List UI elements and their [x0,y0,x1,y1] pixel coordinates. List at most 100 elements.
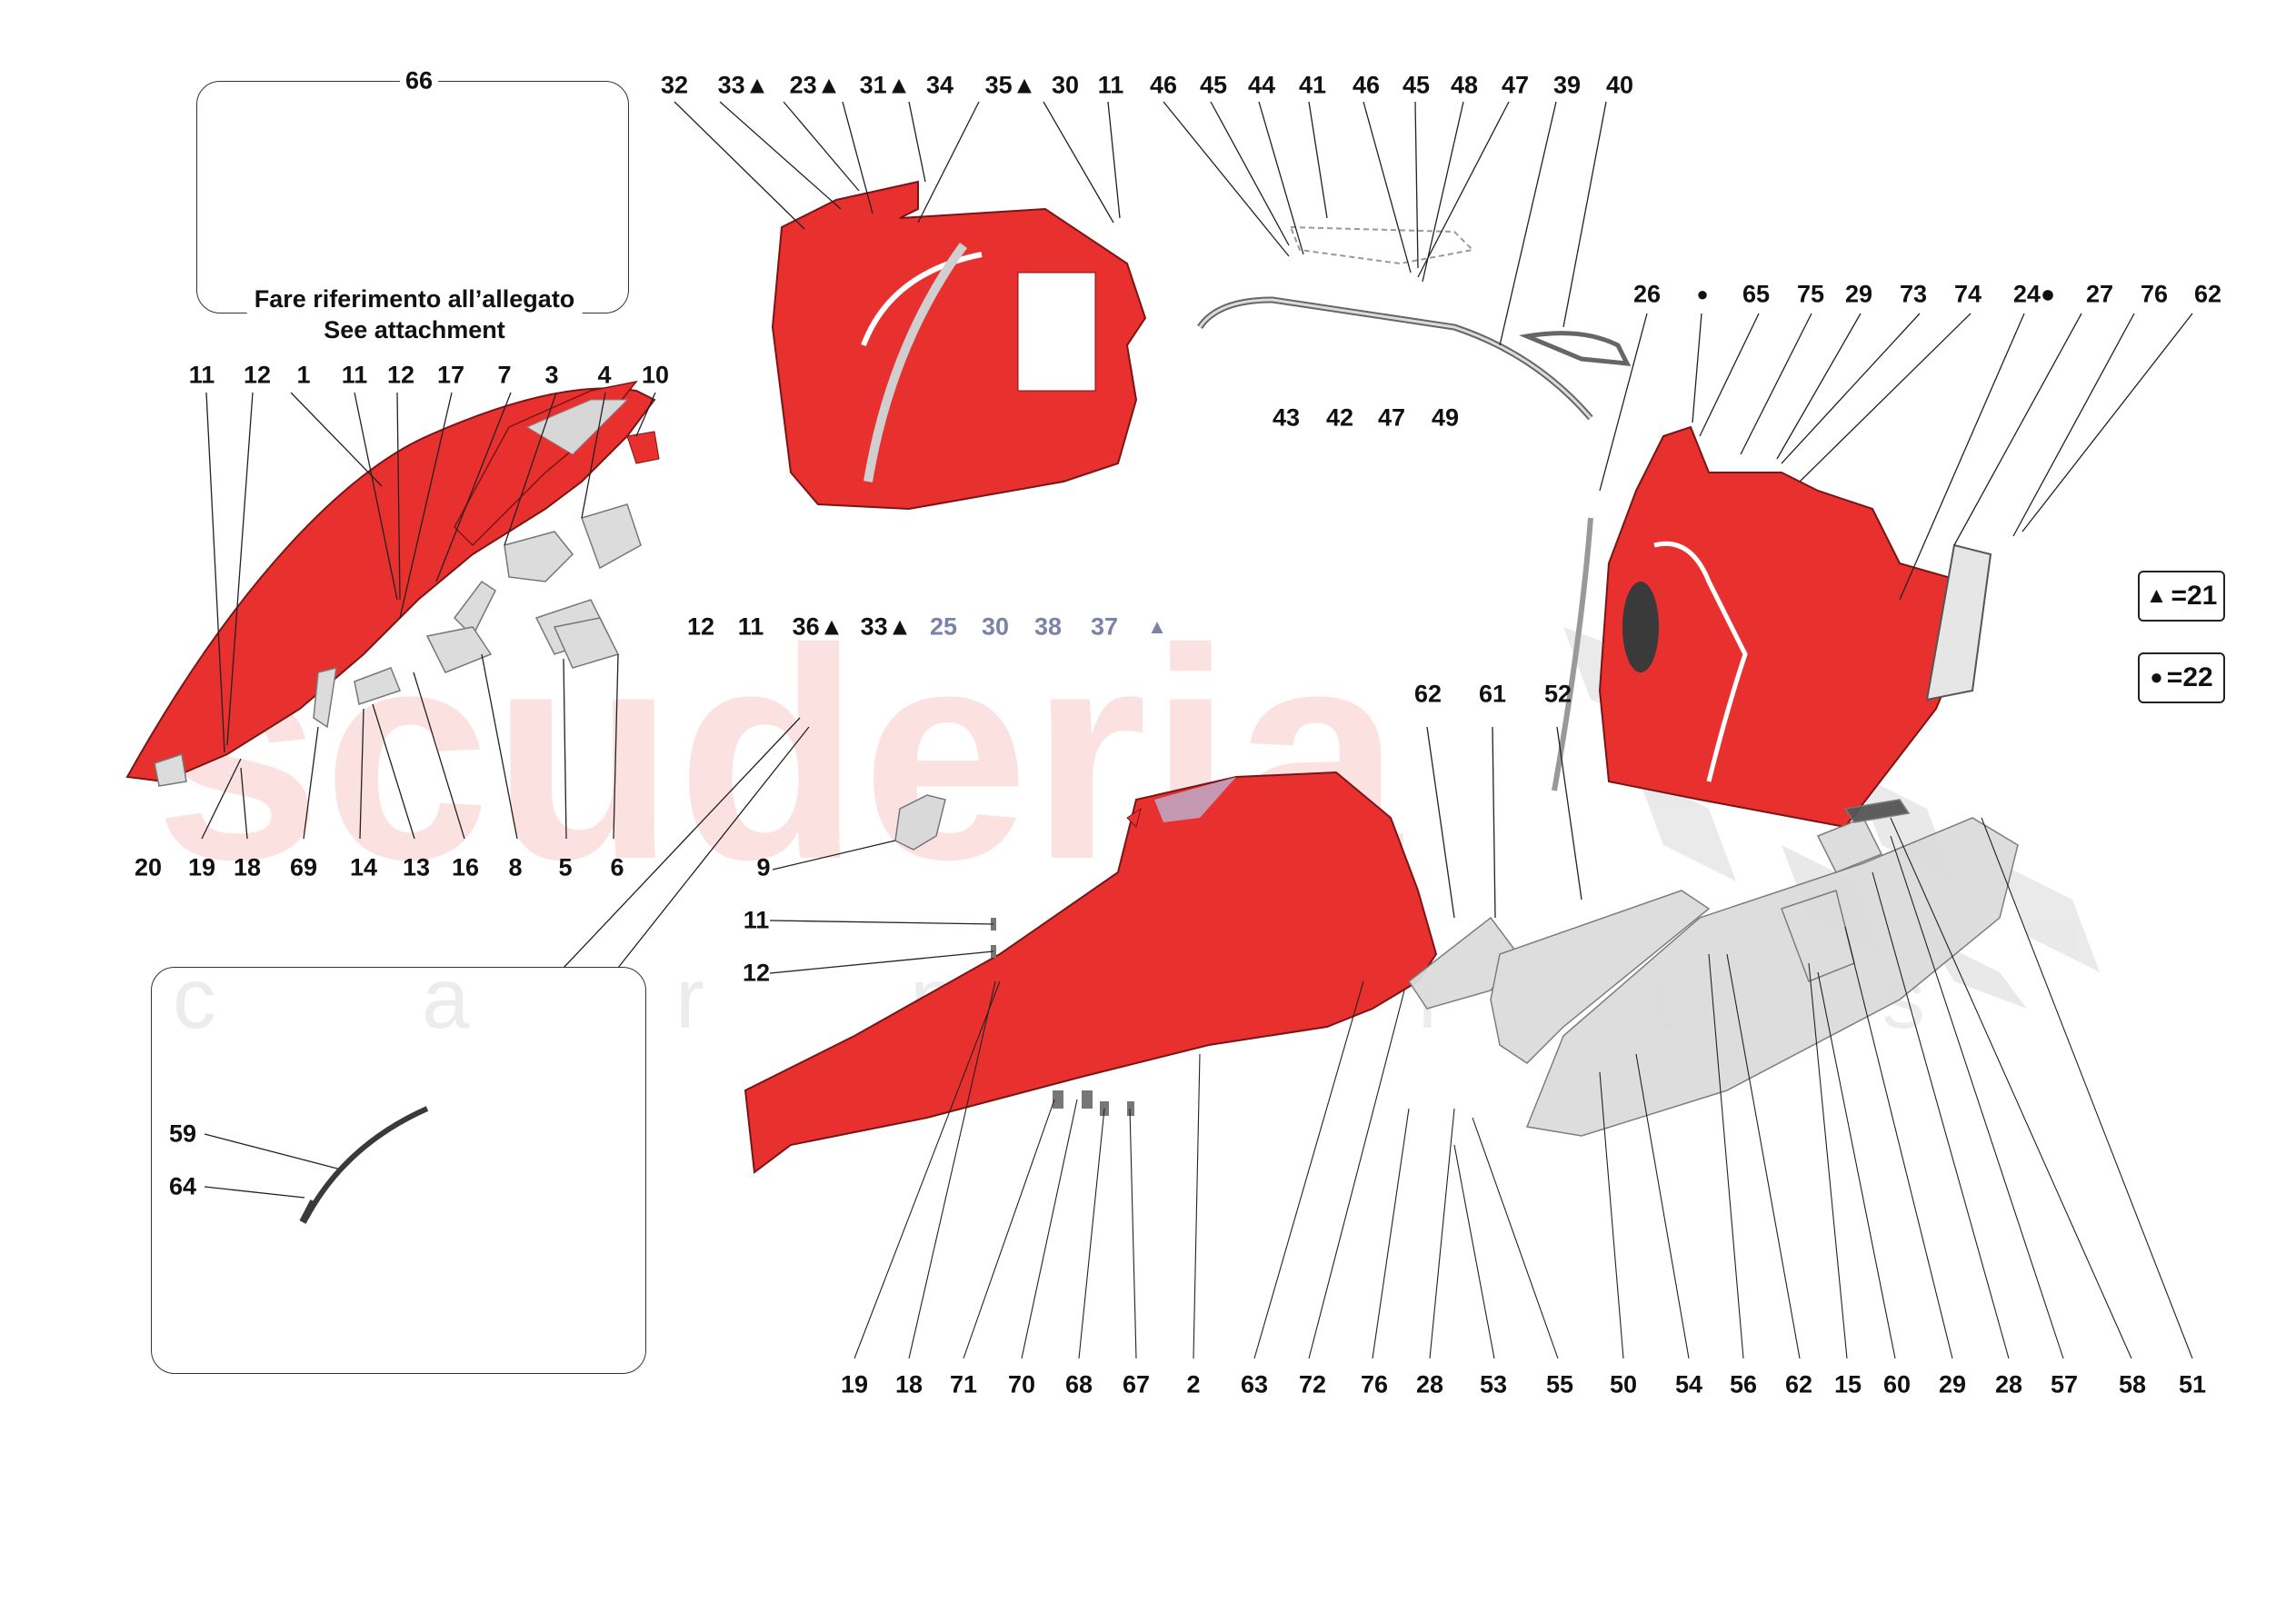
callout: 23▲ [789,71,842,99]
callout: 14 [349,853,378,881]
callout-59: 59 [168,1119,197,1148]
callout: 19 [840,1370,869,1398]
callout: 46 [1352,71,1381,99]
triangle-icon: ▲ [1147,615,1167,638]
callout: 50 [1609,1370,1638,1398]
callout: 45 [1402,71,1431,99]
callout: 45 [1199,71,1228,99]
callout: 8 [508,853,523,881]
inset-caption-en: See attachment [324,315,505,343]
triangle-icon: ▲ [2145,583,2168,608]
callout: 6 [610,853,624,881]
callout: 27 [2085,280,2114,308]
callout: 68 [1064,1370,1093,1398]
callout: 67 [1122,1370,1151,1398]
callout: 49 [1431,403,1460,432]
callout: 12 [686,612,715,641]
callout: 25 [929,612,958,641]
callout: 70 [1007,1370,1036,1398]
callout: 58 [2118,1370,2147,1398]
callout: 63 [1240,1370,1269,1398]
callout: 11 [1097,71,1124,99]
callout: 55 [1545,1370,1574,1398]
callout: 15 [1833,1370,1862,1398]
callout: 10 [641,361,670,389]
callout: 35▲ [984,71,1037,99]
inset-box-attachment [196,81,629,313]
callout: 3 [544,361,559,389]
callout-66: 66 [399,68,439,94]
dot-icon: ● [2150,665,2163,690]
inset-caption: Fare riferimento all’allegato See attach… [246,284,583,346]
callout-9: 9 [756,853,771,881]
callout: 47 [1377,403,1406,432]
callout: 43 [1272,403,1301,432]
legend-value: =21 [2171,581,2218,611]
callout-11: 11 [743,906,770,934]
callout: 11 [341,361,368,389]
callout: 2 [1186,1370,1201,1398]
callout: 12 [386,361,415,389]
callout: 19 [187,853,216,881]
inset-caption-it: Fare riferimento all’allegato [254,285,575,313]
callout: 4 [597,361,612,389]
callout: 16 [451,853,480,881]
callout: 29 [1938,1370,1967,1398]
callout: 31▲ [859,71,912,99]
callout: 24● [2012,280,2056,308]
callout: 48 [1450,71,1479,99]
callout: 28 [1994,1370,2023,1398]
callout: 34 [925,71,954,99]
callout: 65 [1742,280,1771,308]
callout: 52 [1543,680,1572,708]
callout: 74 [1953,280,1982,308]
callout: 76 [2140,280,2169,308]
callout: 29 [1844,280,1873,308]
callout: 28 [1415,1370,1444,1398]
callout: 36▲ [792,612,844,641]
callout: 41 [1298,71,1327,99]
legend-value: =22 [2166,662,2213,692]
callout: 33▲ [717,71,770,99]
callout: 62 [2193,280,2222,308]
callout: 75 [1796,280,1825,308]
callout: 42 [1325,403,1354,432]
callout: 40 [1605,71,1634,99]
legend-dot: ● =22 [2138,652,2225,703]
callout: 11 [188,361,215,389]
callout: 51 [2178,1370,2207,1398]
callout: 60 [1882,1370,1912,1398]
callout-dot: ● [1696,283,1709,305]
callout: 69 [289,853,318,881]
callout: 62 [1413,680,1442,708]
legend-triangle: ▲ =21 [2138,571,2225,622]
callout: 33▲ [860,612,913,641]
callout: 5 [558,853,573,881]
callout: 37 [1090,612,1119,641]
callout: 12 [243,361,272,389]
callout: 26 [1632,280,1662,308]
callout: 56 [1729,1370,1758,1398]
callout: 47 [1501,71,1530,99]
callout: 32 [660,71,689,99]
callout: 1 [296,361,311,389]
callout: 39 [1552,71,1582,99]
callout: 76 [1360,1370,1389,1398]
callout: 53 [1479,1370,1508,1398]
callout: 72 [1298,1370,1327,1398]
callout: 38 [1033,612,1063,641]
callout: 30 [1051,71,1080,99]
callout: 13 [402,853,431,881]
callout: 54 [1674,1370,1703,1398]
inset-box-detail [151,967,646,1374]
callout: 18 [233,853,262,881]
callout: 30 [981,612,1010,641]
callout: 61 [1478,680,1507,708]
callout: 71 [949,1370,978,1398]
callout-64: 64 [168,1172,197,1200]
callout-12: 12 [742,959,771,987]
callout: 17 [436,361,465,389]
callout: 46 [1149,71,1178,99]
